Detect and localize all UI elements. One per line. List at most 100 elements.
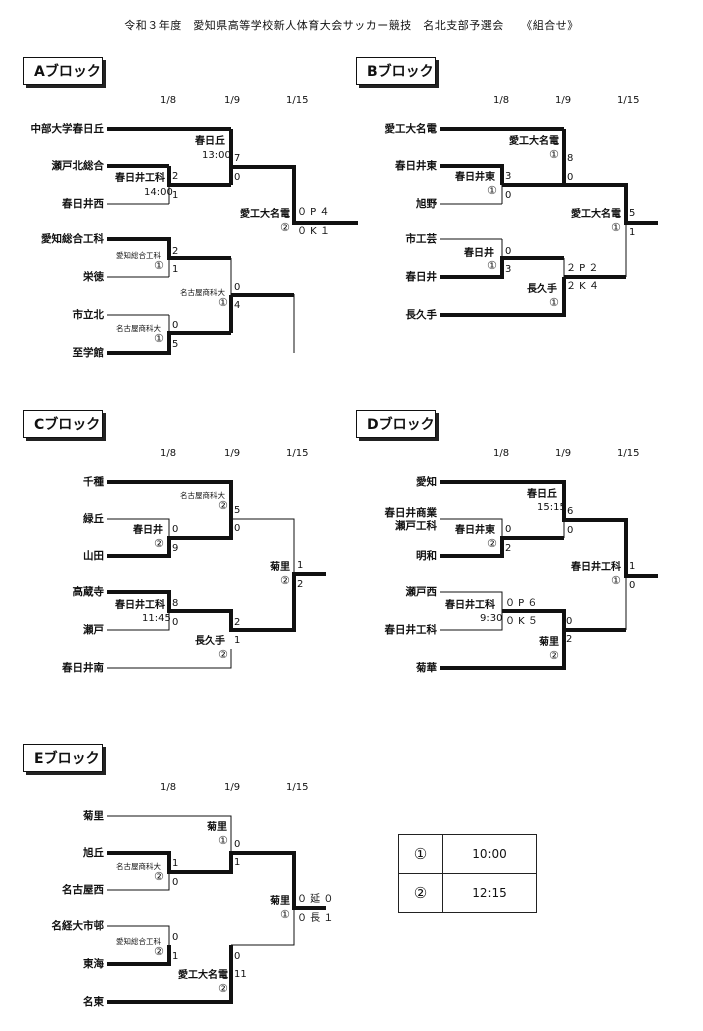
a-w6-score2: ０ K １ xyxy=(297,226,330,237)
d-w4-circle: ② xyxy=(549,649,559,662)
legend-mark: ② xyxy=(398,873,443,913)
d-w4-score2: 2 xyxy=(566,634,573,645)
b-w5-name: 愛工大名電 xyxy=(571,209,621,220)
d-w2-time: 15:15 xyxy=(537,502,566,513)
c-w2-name: 名古屋商科大 xyxy=(180,491,225,500)
e-w3-score1: 0 xyxy=(172,932,179,943)
a-w2-time: 13:00 xyxy=(202,150,231,161)
d-w3-time: 9:30 xyxy=(480,613,503,624)
team-b-6: 長久手 xyxy=(405,309,438,321)
date-1-8: 1/8 xyxy=(160,95,177,106)
date-1-15: 1/15 xyxy=(617,448,640,459)
a-w5-name: 名古屋商科大 xyxy=(180,288,225,297)
team-e-4: 名経大市邨 xyxy=(51,920,105,932)
b-w5-circle: ① xyxy=(611,221,621,234)
c-w1-score2: 9 xyxy=(172,543,179,554)
b-w2-score2: 0 xyxy=(567,172,574,183)
d-w2-score1: 6 xyxy=(567,506,574,517)
b-w4-name: 長久手 xyxy=(527,284,557,295)
b-w2-score1: 8 xyxy=(567,153,574,164)
team-a-7: 至学館 xyxy=(72,347,105,359)
b-w4-score1: ２ P ２ xyxy=(566,263,599,274)
team-a-1: 中部大学春日丘 xyxy=(30,123,105,135)
team-c-3: 山田 xyxy=(83,550,104,562)
a-w5-score1: 0 xyxy=(234,282,241,293)
time-legend-table: ① 10:00 ② 12:15 xyxy=(398,834,537,913)
team-c-1: 千種 xyxy=(83,476,104,488)
team-b-3: 旭野 xyxy=(416,198,437,210)
a-w1-name: 春日井工科 xyxy=(115,173,165,184)
c-w5-name: 菊里 xyxy=(270,562,290,573)
page-header: 令和３年度 愛知県高等学校新人体育大会サッカー競技 名北支部予選会 《組合せ》 xyxy=(124,19,579,32)
team-b-4: 市工芸 xyxy=(405,233,438,245)
b-w4-score2: ２ K ４ xyxy=(566,281,599,292)
team-e-3: 名古屋西 xyxy=(62,884,104,896)
e-w1-circle: ② xyxy=(154,870,164,883)
c-w2-score1: 5 xyxy=(234,505,241,516)
team-b-1: 愛工大名電 xyxy=(384,123,438,135)
a-w4-score1: 0 xyxy=(172,320,179,331)
b-w2-circle: ① xyxy=(549,148,559,161)
team-d-3: 瀬戸工科 xyxy=(395,520,437,532)
team-c-5: 瀬戸 xyxy=(83,624,104,636)
block-d-title: Dブロック xyxy=(356,410,436,438)
d-w5-circle: ① xyxy=(611,574,621,587)
team-a-4: 愛知総合工科 xyxy=(41,233,104,245)
a-w5-score2: 4 xyxy=(234,300,241,311)
bracket-b-lines xyxy=(440,127,658,317)
team-c-4: 高蔵寺 xyxy=(72,586,105,598)
legend-row: ① 10:00 xyxy=(398,834,537,874)
c-w4-name: 長久手 xyxy=(195,636,225,647)
b-w3-circle: ① xyxy=(487,259,497,272)
team-d-6: 春日井工科 xyxy=(384,624,438,636)
c-w4-score1: 2 xyxy=(234,617,241,628)
c-w2-score2: 0 xyxy=(234,523,241,534)
c-w3-name: 春日井工科 xyxy=(115,600,165,611)
block-a-title: Aブロック xyxy=(23,57,103,85)
team-e-6: 名東 xyxy=(83,996,104,1008)
e-w2-circle: ① xyxy=(218,834,228,847)
legend-row: ② 12:15 xyxy=(398,873,537,913)
b-w1-circle: ① xyxy=(487,184,497,197)
team-d-7: 菊華 xyxy=(416,662,437,674)
c-w3-time: 11:45 xyxy=(142,613,171,624)
e-w4-name: 愛工大名電 xyxy=(178,970,228,981)
a-w3-score2: 1 xyxy=(172,264,179,275)
team-b-2: 春日井東 xyxy=(395,160,437,172)
a-w2-score2: 0 xyxy=(234,172,241,183)
bracket-c-lines xyxy=(107,480,326,669)
team-c-6: 春日井南 xyxy=(62,662,104,674)
team-d-1: 愛知 xyxy=(416,476,437,488)
e-w4-score2: 11 xyxy=(234,969,247,980)
c-w1-score1: 0 xyxy=(172,524,179,535)
date-1-9: 1/9 xyxy=(224,782,241,793)
date-1-8: 1/8 xyxy=(493,95,510,106)
date-1-9: 1/9 xyxy=(224,448,241,459)
e-w3-circle: ② xyxy=(154,945,164,958)
block-c-title: Cブロック xyxy=(23,410,103,438)
c-w1-circle: ② xyxy=(154,537,164,550)
d-w1-name: 春日井東 xyxy=(455,525,495,536)
block-e: Eブロック 1/8 1/9 1/15 菊里 旭丘 名古屋西 名経大市邨 東海 名… xyxy=(23,744,363,1024)
legend-time: 12:15 xyxy=(442,873,537,913)
e-w1-score2: 0 xyxy=(172,877,179,888)
c-w4-circle: ② xyxy=(218,648,228,661)
team-d-2: 春日井商業 xyxy=(384,507,438,519)
e-w4-score1: 0 xyxy=(234,951,241,962)
c-w2-circle: ② xyxy=(218,499,228,512)
e-w5-score2: ０ 長 １ xyxy=(297,913,334,924)
e-w1-score1: 1 xyxy=(172,858,179,869)
team-e-2: 旭丘 xyxy=(83,847,104,859)
date-1-9: 1/9 xyxy=(555,448,572,459)
block-e-title: Eブロック xyxy=(23,744,103,772)
b-w1-score2: 0 xyxy=(505,190,512,201)
d-w1-circle: ② xyxy=(487,537,497,550)
block-d: Dブロック 1/8 1/9 1/15 愛知 春日井商業 瀬戸工科 明和 瀬戸西 … xyxy=(356,410,696,690)
c-w3-score2: 0 xyxy=(172,617,179,628)
c-w4-score2: 1 xyxy=(234,635,241,646)
e-w5-name: 菊里 xyxy=(270,896,290,907)
a-w1-score1: 2 xyxy=(172,171,179,182)
d-w3-name: 春日井工科 xyxy=(445,600,495,611)
d-w5-score1: 1 xyxy=(629,561,636,572)
team-e-1: 菊里 xyxy=(83,810,104,822)
